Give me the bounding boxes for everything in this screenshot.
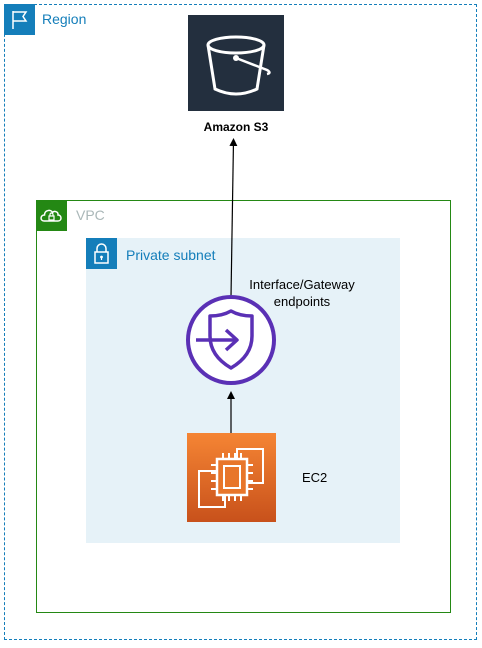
region-flag-icon (4, 4, 35, 35)
s3-bucket-icon (188, 15, 284, 111)
padlock-icon (86, 238, 117, 269)
endpoint-label: Interface/Gateway endpoints (232, 276, 372, 310)
endpoint-label-line2: endpoints (273, 294, 331, 309)
connector-endpoint-to-s3 (229, 138, 238, 298)
vpc-cloud-icon (36, 200, 67, 231)
region-group (4, 4, 477, 640)
ec2-chip-icon (187, 433, 276, 522)
vpc-group (36, 200, 451, 613)
vpc-label: VPC (76, 207, 105, 223)
private-subnet-label: Private subnet (126, 247, 216, 263)
ec2-label: EC2 (302, 470, 328, 485)
endpoint-label-line1: Interface/Gateway (249, 277, 355, 292)
region-label: Region (42, 11, 87, 27)
s3-label: Amazon S3 (203, 120, 269, 134)
endpoint-shield-icon (186, 295, 276, 385)
